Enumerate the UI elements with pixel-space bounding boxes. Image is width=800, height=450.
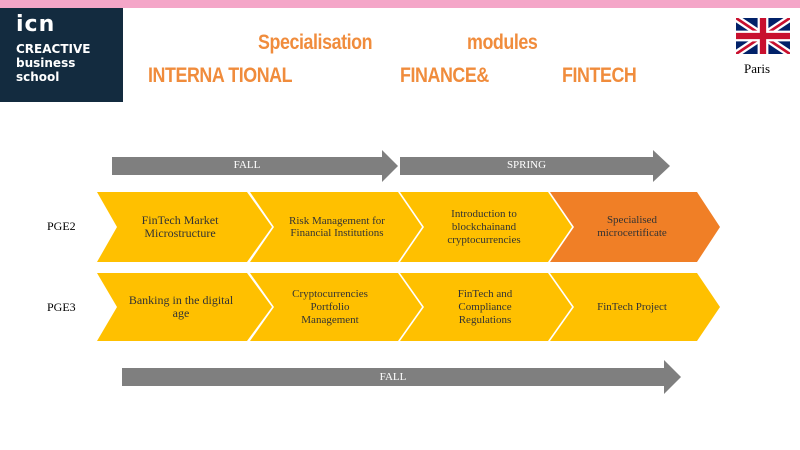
logo-text-icn: icn	[16, 12, 56, 37]
pge2-module-4-text: Specialised microcertificate	[597, 214, 667, 239]
pge3-module-3-chevron	[400, 273, 572, 341]
logo-text-school: school	[16, 70, 60, 84]
pge2-module-4-chevron	[550, 192, 720, 262]
top-accent-bar	[0, 0, 800, 8]
pge3-module-2-chevron	[250, 273, 422, 341]
fall-label-top: FALL	[233, 159, 261, 171]
fall-arrow-bottom	[122, 360, 681, 394]
row-label-pge2: PGE2	[47, 219, 76, 233]
pge3-module-4-chevron	[550, 273, 720, 341]
campus-location: Paris	[744, 61, 770, 76]
pge2-module-2-chevron	[250, 192, 422, 262]
pge3-module-3-text: FinTech and Compliance Regulations	[457, 287, 513, 326]
pge2-module-1-chevron	[97, 192, 272, 262]
icn-logo: icn CREACTIVE business school	[0, 8, 123, 102]
title-specialisation: Specialisation	[258, 31, 373, 54]
pge2-module-2-text: Risk Management for Financial Institutio…	[289, 215, 385, 239]
pge2-module-3-chevron	[400, 192, 572, 262]
logo-text-business: business	[16, 56, 76, 70]
pge3-module-2-text: Cryptocurrencies Portfolio Management	[292, 287, 368, 326]
title-fintech: FINTECH	[562, 64, 637, 87]
title-international: INTERNA TIONAL	[148, 64, 293, 87]
pge2-module-3-text: Introduction to blockchainand cryptocurr…	[447, 207, 521, 246]
fall-arrow-top	[112, 150, 398, 182]
logo-text-creactive: CREACTIVE	[16, 42, 91, 56]
pge2-module-1-text: FinTech Market Microstructure	[141, 213, 219, 240]
row-label-pge3: PGE3	[47, 300, 76, 314]
pge3-module-4-text: FinTech Project	[597, 300, 667, 313]
title-finance: FINANCE&	[400, 64, 489, 87]
title-modules: modules	[467, 31, 538, 54]
pge3-module-1-chevron	[97, 273, 272, 341]
pge3-module-1-text: Banking in the digital age	[128, 293, 234, 320]
uk-flag-icon	[736, 18, 790, 54]
spring-label-top: SPRING	[506, 159, 547, 171]
spring-arrow-top	[400, 150, 670, 182]
fall-label-bottom: FALL	[379, 371, 407, 383]
